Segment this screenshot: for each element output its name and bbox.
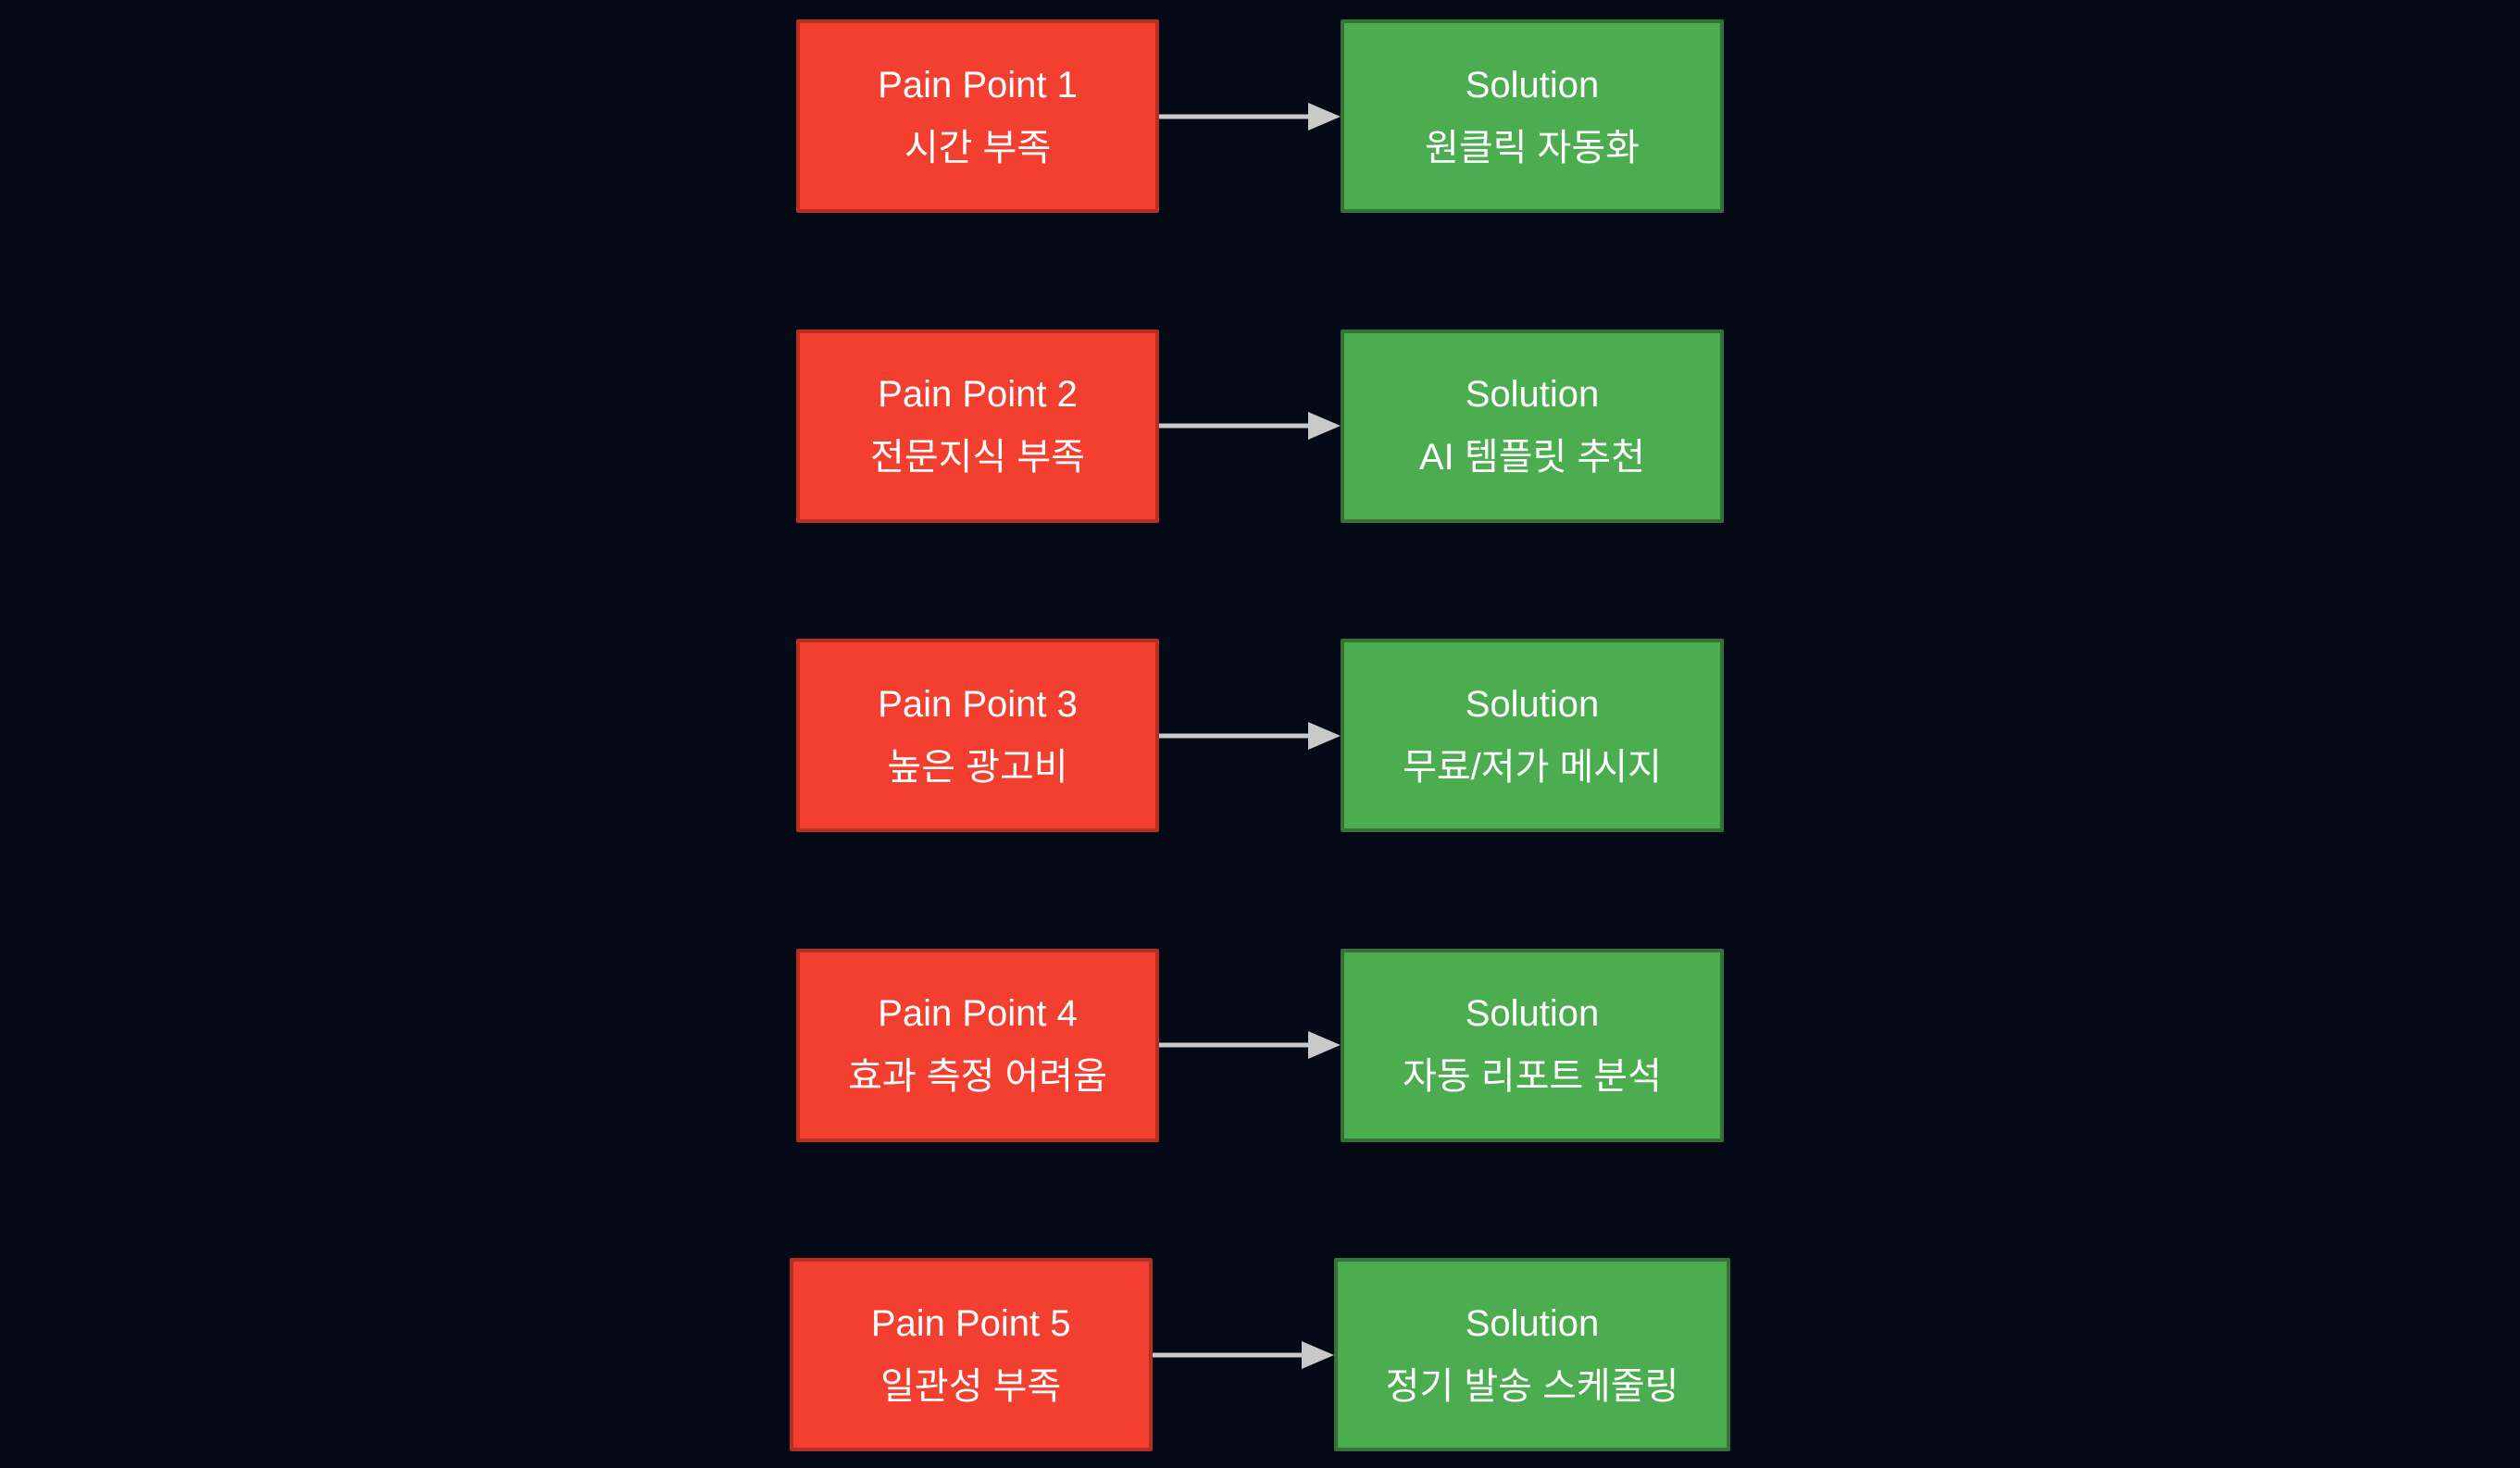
solution-node: Solution AI 템플릿 추천 — [1341, 329, 1724, 523]
solution-subtitle: 무료/저가 메시지 — [1403, 746, 1662, 788]
solution-title: Solution — [1465, 64, 1600, 106]
solution-node: Solution 정기 발송 스케줄링 — [1333, 1258, 1731, 1451]
diagram-row: Pain Point 1 시간 부족 Solution 원클릭 자동화 — [0, 19, 2520, 213]
arrow-connector — [1159, 639, 1341, 832]
pain-point-subtitle: 전문지식 부족 — [870, 437, 1085, 478]
solution-node: Solution 무료/저가 메시지 — [1341, 639, 1724, 832]
arrow-connector — [1159, 949, 1341, 1142]
diagram-row: Pain Point 4 효과 측정 어려움 Solution 자동 리포트 분… — [0, 948, 2520, 1142]
arrow-connector — [1159, 330, 1341, 523]
pain-point-title: Pain Point 1 — [878, 64, 1078, 106]
solution-subtitle: 정기 발송 스케줄링 — [1385, 1365, 1679, 1407]
solution-subtitle: 원클릭 자동화 — [1425, 127, 1640, 168]
pain-point-subtitle: 시간 부족 — [904, 127, 1052, 168]
right-arrow-icon — [1159, 1031, 1341, 1059]
pain-point-title: Pain Point 3 — [878, 683, 1078, 725]
pain-point-node: Pain Point 2 전문지식 부족 — [796, 329, 1159, 523]
pain-point-subtitle: 높은 광고비 — [887, 746, 1068, 788]
diagram-row: Pain Point 5 일관성 부족 Solution 정기 발송 스케줄링 — [0, 1258, 2520, 1451]
right-arrow-icon — [1152, 1340, 1334, 1369]
right-arrow-icon — [1159, 721, 1341, 750]
arrow-connector — [1159, 19, 1341, 213]
pain-point-node: Pain Point 1 시간 부족 — [796, 19, 1159, 213]
pain-point-subtitle: 일관성 부족 — [880, 1365, 1062, 1407]
solution-title: Solution — [1465, 374, 1600, 415]
solution-title: Solution — [1465, 993, 1600, 1034]
pain-point-title: Pain Point 4 — [878, 993, 1078, 1034]
pain-point-node: Pain Point 5 일관성 부족 — [789, 1258, 1153, 1451]
diagram-row: Pain Point 2 전문지식 부족 Solution AI 템플릿 추천 — [0, 329, 2520, 523]
solution-subtitle: AI 템플릿 추천 — [1418, 437, 1646, 478]
solution-title: Solution — [1465, 1302, 1600, 1344]
right-arrow-icon — [1159, 102, 1341, 131]
pain-point-node: Pain Point 4 효과 측정 어려움 — [796, 948, 1159, 1142]
pain-point-title: Pain Point 2 — [878, 374, 1078, 415]
solution-node: Solution 자동 리포트 분석 — [1341, 948, 1724, 1142]
pain-point-title: Pain Point 5 — [870, 1302, 1071, 1344]
diagram-row: Pain Point 3 높은 광고비 Solution 무료/저가 메시지 — [0, 639, 2520, 832]
arrow-connector — [1152, 1258, 1334, 1451]
solution-subtitle: 자동 리포트 분석 — [1403, 1056, 1662, 1097]
pain-point-subtitle: 효과 측정 어려움 — [848, 1056, 1107, 1097]
solution-title: Solution — [1465, 683, 1600, 725]
solution-node: Solution 원클릭 자동화 — [1341, 19, 1724, 213]
pain-point-node: Pain Point 3 높은 광고비 — [796, 639, 1159, 832]
right-arrow-icon — [1159, 412, 1341, 440]
